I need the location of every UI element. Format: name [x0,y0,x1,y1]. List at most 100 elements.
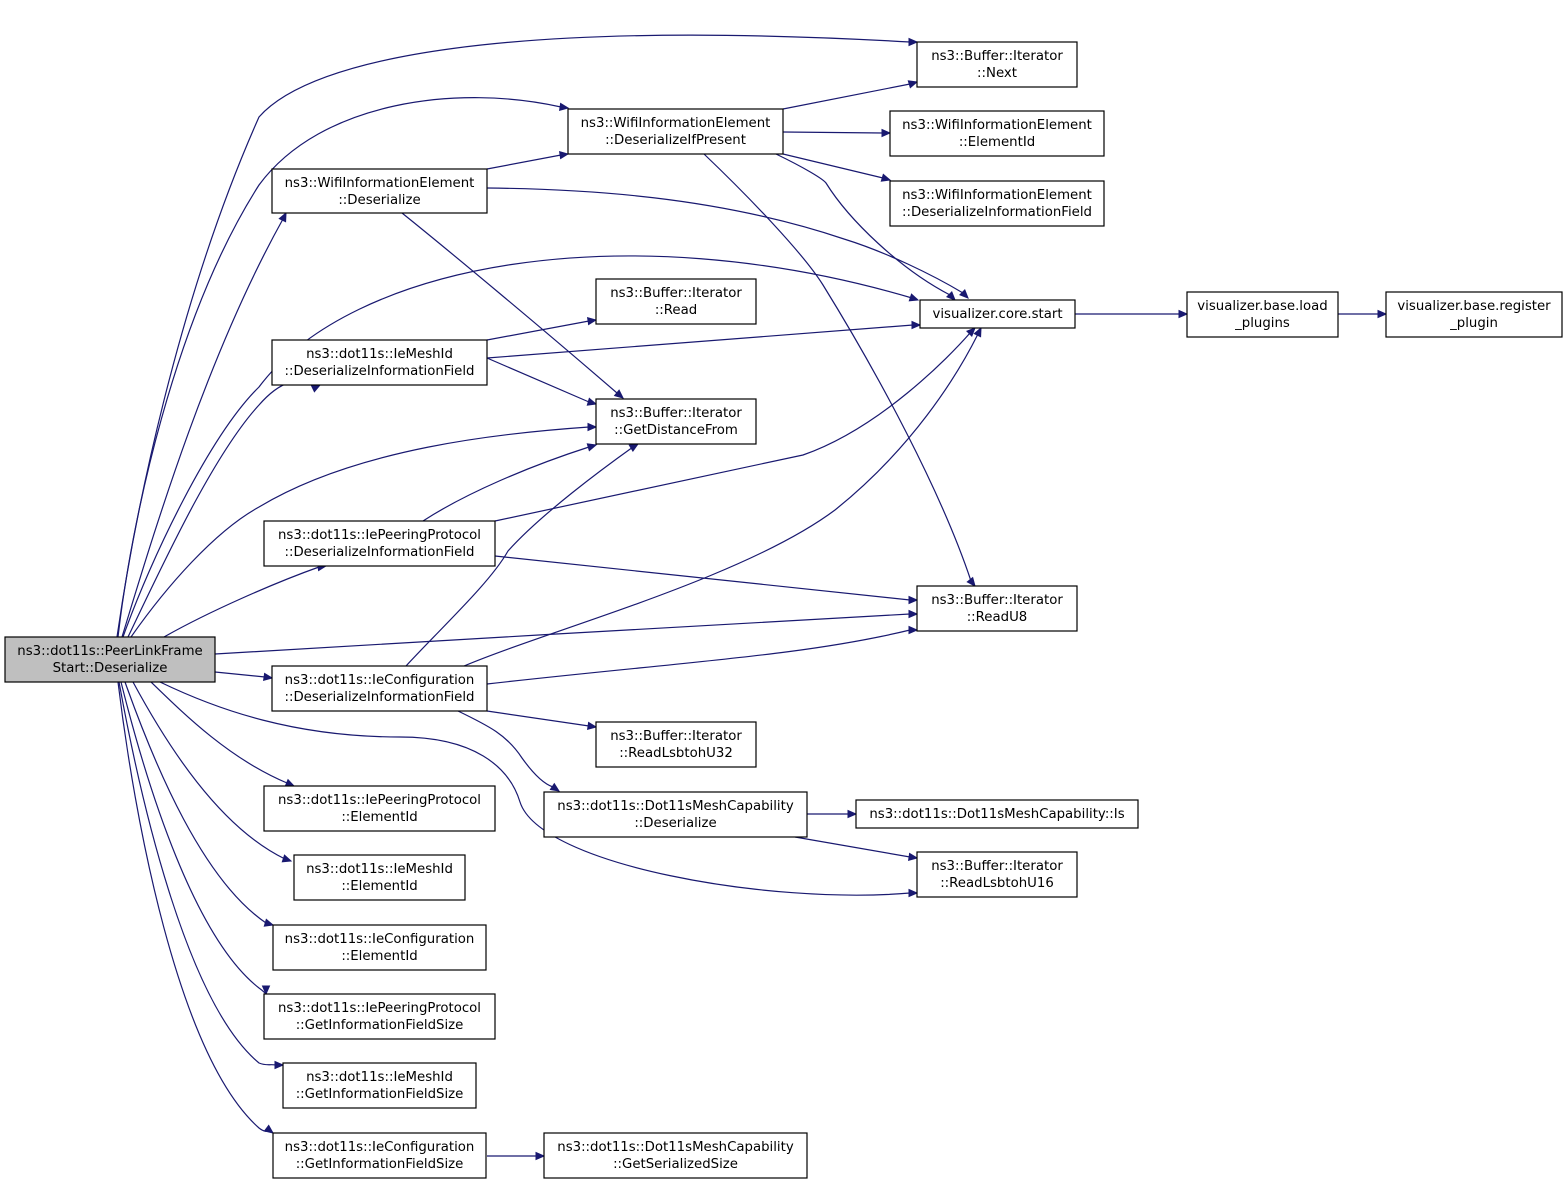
node-iepeeringprotocol-deserializeinformationfield[interactable]: ns3::dot11s::IePeeringProtocol ::Deseria… [263,520,496,567]
node-ieconfiguration-getinformationfieldsize[interactable]: ns3::dot11s::IeConfiguration ::GetInform… [272,1132,487,1179]
node-wifiinformationelement-deserializeinformationfield[interactable]: ns3::WifiInformationElement ::Deserializ… [889,180,1105,227]
edge-wie_des-to-wie_dip [486,151,570,170]
node-buffer-iterator-readlsbtohu32[interactable]: ns3::Buffer::Iterator ::ReadLsbtohU32 [595,721,757,768]
node-label-line1: ns3::Buffer::Iterator [931,859,1063,874]
node-label-line2: ::ReadLsbtohU16 [940,876,1054,891]
node-label-line1: ns3::Buffer::Iterator [931,593,1063,608]
node-dot11smeshcapability-is[interactable]: ns3::dot11s::Dot11sMeshCapability::Is [855,799,1139,829]
edge-root-to-conf_eid [124,681,275,927]
edge-root-to-wie_des [121,211,287,638]
node-ieconfiguration-elementid[interactable]: ns3::dot11s::IeConfiguration ::ElementId [272,924,487,971]
edge-root-to-mesh_eid [132,681,293,863]
node-label-line2: ::GetInformationFieldSize [296,1157,464,1172]
node-label-line1: ns3::Buffer::Iterator [610,286,742,301]
node-peerlinkframe-start-deserialize[interactable]: ns3::dot11s::PeerLinkFrame Start::Deseri… [4,636,216,683]
edge-viz_start-to-viz_load [1075,309,1189,319]
node-label-line1: ns3::dot11s::IeMeshId [306,862,453,877]
node-label-line1: ns3::Buffer::Iterator [610,406,742,421]
edge-dmc_des-to-bi_r16 [794,836,919,861]
node-wifiinformationelement-deserialize[interactable]: ns3::WifiInformationElement ::Deserializ… [271,168,488,214]
node-buffer-iterator-readlsbtohu16[interactable]: ns3::Buffer::Iterator ::ReadLsbtohU16 [916,851,1078,898]
node-iepeeringprotocol-getinformationfieldsize[interactable]: ns3::dot11s::IePeeringProtocol ::GetInfo… [263,993,496,1040]
node-label-line2: ::Deserialize [634,816,716,831]
edge-root-to-bi_next [116,34,919,638]
node-label-line2: ::ElementId [959,135,1035,150]
node-label-line2: ::GetDistanceFrom [614,423,738,438]
node-ieconfiguration-deserializeinformationfield[interactable]: ns3::dot11s::IeConfiguration ::Deseriali… [271,665,488,712]
node-label-line2: ::ReadU8 [967,610,1028,625]
edge-mesh_dif-to-bi_read [486,317,598,341]
node-label-line1: ns3::WifiInformationElement [581,116,771,131]
node-iemeshid-elementid[interactable]: ns3::dot11s::IeMeshId ::ElementId [293,854,466,901]
node-label-line2: Start::Deserialize [53,661,168,676]
node-dot11smeshcapability-getserializedsize[interactable]: ns3::dot11s::Dot11sMeshCapability ::GetS… [543,1132,808,1179]
edge-wie_dip-to-bi_ru8 [775,153,956,301]
node-label-line2: ::ElementId [341,949,417,964]
node-dot11smeshcapability-deserialize[interactable]: ns3::dot11s::Dot11sMeshCapability ::Dese… [543,791,808,838]
node-label-line1: ns3::dot11s::IePeeringProtocol [278,528,481,543]
node-buffer-iterator-next[interactable]: ns3::Buffer::Iterator ::Next [916,41,1078,88]
node-wifiinformationelement-deserializeifpresent[interactable]: ns3::WifiInformationElement ::Deserializ… [567,108,784,155]
node-label-line1: ns3::dot11s::IeConfiguration [285,673,475,688]
node-label-line1: ns3::dot11s::IePeeringProtocol [278,1001,481,1016]
call-nodes: ns3::dot11s::PeerLinkFrame Start::Deseri… [4,41,1563,1179]
node-buffer-iterator-readu8[interactable]: ns3::Buffer::Iterator ::ReadU8 [916,585,1078,632]
node-label-line1: ns3::WifiInformationElement [285,176,475,191]
edge-conf_dif-to-viz_start [463,326,982,667]
node-label-line2: ::GetInformationFieldSize [296,1087,464,1102]
edge-wie_des-to-bi_gdf [401,212,624,399]
node-label-line2: ::Read [655,303,697,318]
node-label-line2: ::ReadLsbtohU32 [619,746,733,761]
edge-wie_des-to-viz_start [486,187,969,299]
node-visualizer-core-start[interactable]: visualizer.core.start [919,299,1076,329]
node-label-line1: ns3::dot11s::Dot11sMeshCapability::Is [869,807,1124,822]
node-label-line1: visualizer.base.register [1397,299,1551,314]
node-label-line1: visualizer.core.start [932,307,1062,322]
node-label-line1: ns3::dot11s::IeConfiguration [285,932,475,947]
node-label-line1: ns3::dot11s::PeerLinkFrame [17,644,202,659]
node-label-line1: ns3::Buffer::Iterator [610,729,742,744]
edge-wie_dip-to-bi_next [782,80,919,110]
node-buffer-iterator-getdistancefrom[interactable]: ns3::Buffer::Iterator ::GetDistanceFrom [595,398,757,445]
edge-conf_gis-to-dmc_gss [487,1151,546,1161]
node-label-line1: ns3::dot11s::Dot11sMeshCapability [557,1140,794,1155]
node-iemeshid-deserializeinformationfield[interactable]: ns3::dot11s::IeMeshId ::DeserializeInfor… [271,339,488,386]
node-label-line2: ::GetInformationFieldSize [296,1018,464,1033]
node-label-line1: ns3::WifiInformationElement [902,188,1092,203]
edge-dmc_des-to-dmc_is [807,809,858,819]
edge-peer_dif-to-viz_start [494,327,976,522]
node-visualizer-base-register-plugin[interactable]: visualizer.base.register _plugin [1385,291,1563,338]
edge-conf_dif-to-bi_r32 [486,710,598,730]
edge-mesh_dif-to-bi_gdf [486,357,598,406]
edge-root-to-conf_gis [117,681,274,1134]
node-wifiinformationelement-elementid[interactable]: ns3::WifiInformationElement ::ElementId [889,110,1105,157]
node-label-line2: ::DeserializeInformationField [284,364,474,379]
edge-peer_dif-to-bi_ru8 [494,555,919,605]
edge-root-to-peer_dif [163,563,328,638]
node-iemeshid-getinformationfieldsize[interactable]: ns3::dot11s::IeMeshId ::GetInformationFi… [282,1062,477,1109]
edge-root-to-bi_gdf [130,422,598,638]
node-buffer-iterator-read[interactable]: ns3::Buffer::Iterator ::Read [595,278,757,325]
node-label-line2: ::ElementId [341,810,417,825]
edge-root-to-conf_dif [214,671,274,681]
edge-viz_load-to-viz_reg [1338,309,1388,319]
node-label-line2: _plugin [1449,316,1498,331]
edge-wie_dip-to-viz_start [703,153,976,587]
node-label-line2: ::DeserializeInformationField [902,205,1092,220]
edge-root-to-viz_start [122,255,920,638]
edge-peer_dif-to-bi_gdf [422,443,598,522]
node-label-line1: ns3::Buffer::Iterator [931,49,1063,64]
node-label-line1: ns3::dot11s::IeMeshId [306,1070,453,1085]
node-label-line1: ns3::dot11s::IeConfiguration [285,1140,475,1155]
edge-root-to-bi_r16 [159,681,919,898]
node-label-line2: ::Next [977,66,1017,81]
node-iepeeringprotocol-elementid[interactable]: ns3::dot11s::IePeeringProtocol ::Element… [263,785,496,832]
edge-conf_dif-to-dmc_des [457,710,561,792]
call-edges [116,34,1388,1161]
node-label-line2: ::DeserializeInformationField [284,545,474,560]
edge-root-to-bi_ru8 [214,609,919,655]
node-label-line2: ::Deserialize [338,193,420,208]
node-label-line1: ns3::dot11s::IeMeshId [306,347,453,362]
node-visualizer-base-load-plugins[interactable]: visualizer.base.load _plugins [1186,291,1339,338]
